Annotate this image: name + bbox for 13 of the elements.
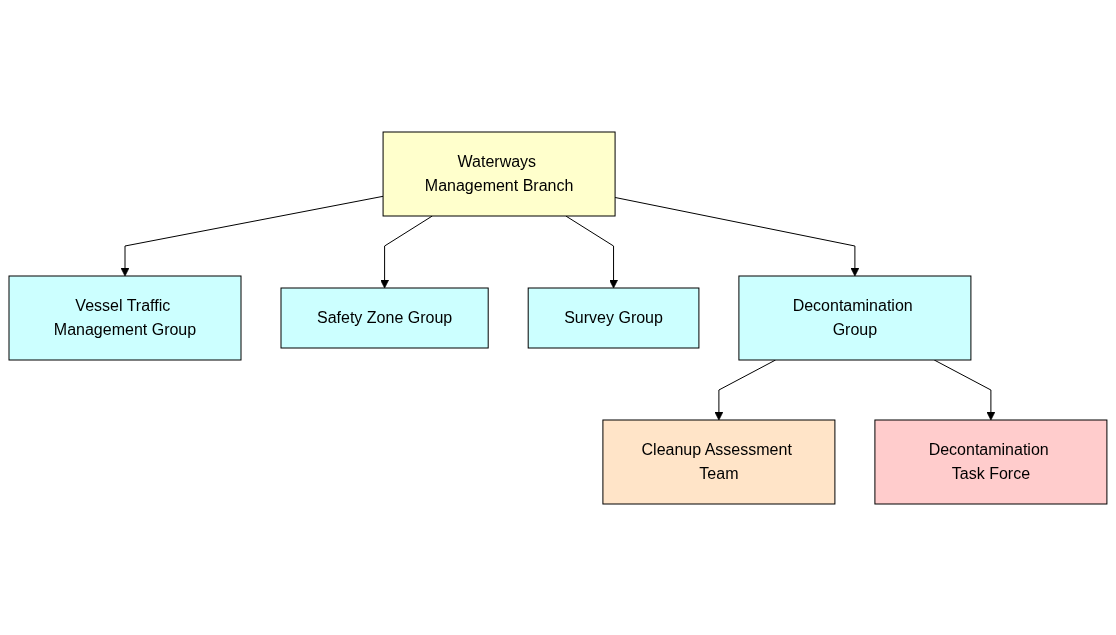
arrow: [565, 215, 618, 288]
arrow: [380, 215, 433, 288]
arrow: [933, 359, 996, 420]
arrow: [120, 195, 384, 276]
node-box: Waterways Management Branch: [382, 131, 616, 216]
node-box: Safety Zone Group: [280, 287, 489, 348]
node-box: Survey Group: [527, 287, 700, 348]
node-box: Vessel Traffic Management Group: [8, 275, 242, 360]
node-box: Cleanup Assessment Team: [602, 419, 836, 504]
arrow: [614, 196, 860, 276]
node-box: Decontamination Group: [738, 275, 972, 360]
arrow: [714, 359, 777, 420]
node-box: Decontamination Task Force: [874, 419, 1108, 504]
